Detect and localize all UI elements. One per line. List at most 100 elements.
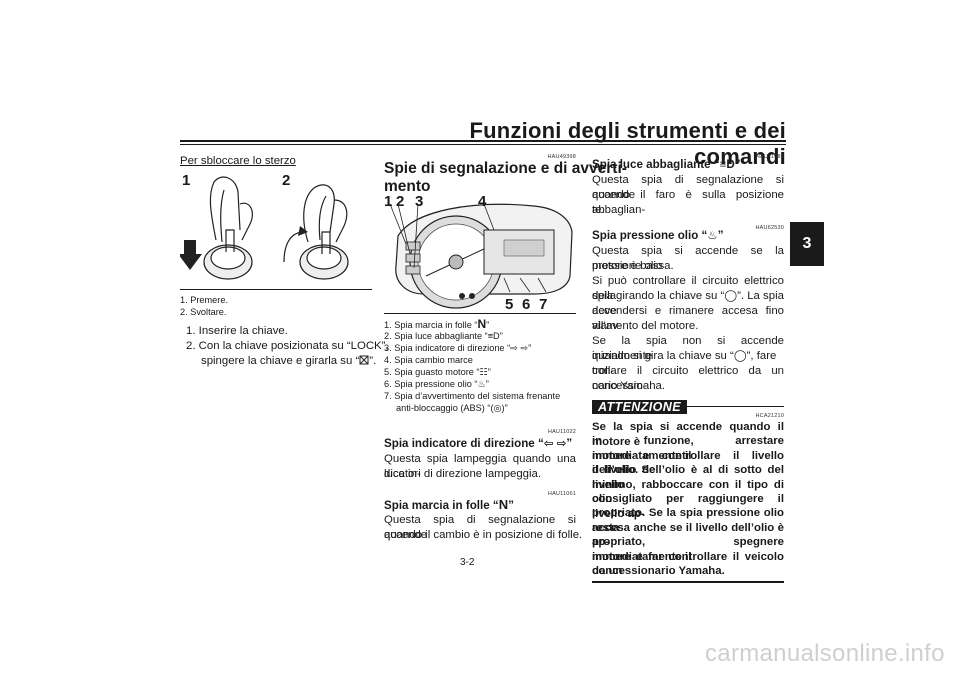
high-beam-icon: ≡D [719,158,735,171]
fig-label-5: 5 [505,296,514,313]
sec-neutral-close: ” [508,499,514,512]
sec-oil-line4a: spia girando la chiave su “ [592,290,725,302]
legend-7-close: ” [504,403,508,413]
attention-line: accesa anche se il livello dell’olio è a… [592,521,784,549]
sec-highbeam-close: ” [734,158,741,171]
oil-can-icon: ♨ [477,379,486,389]
section-heading-line1: Spie di segnalazione e di avverti- [384,160,627,177]
legend-3: 3. Spia indicatore di direzione “⇨ ⇨” [384,342,531,354]
legend-6-text: 6. Spia pressione olio “ [384,379,478,389]
sec-turn-line1: Questa spia lampeggia quando una luce in… [384,453,576,480]
legend-1-close: ” [486,320,490,330]
legend-7: 7. Spia d’avvertimento del sistema frena… [384,391,561,401]
key-illustration [178,176,349,280]
legend-7-cont: anti-bloccaggio (ABS) “(◎)” [396,402,508,414]
key-on-icon: ◯ [733,350,747,362]
neutral-icon: N [498,497,509,512]
sec-neutral-title-text: Spia marcia in folle “ [384,499,499,512]
code-hca21210: HCA21210 [755,413,784,419]
fig-label-3: 3 [415,193,424,210]
attention-line: il livello dell’olio è al di sotto del l… [592,464,784,491]
code-hau49398: HAU49398 [547,154,576,160]
attention-label: ATTENZIONE [592,400,687,414]
steering-lock-figure [178,170,372,288]
attention-line: propriato, spegnere immediatamente il [592,536,784,563]
sec-highbeam-line2: quando il faro è sulla posizione abbagli… [592,189,784,216]
attention-line: Se la spia si accende quando il motore è [592,421,784,448]
left-subheading: Per sbloccare lo sterzo [180,155,296,167]
figure-label-2: 2 [282,172,291,189]
section-heading-line2: mento [384,178,431,195]
step-2-cont: spingere la chiave e girarla su “ ”. [201,354,376,369]
sec-turn-close: ” [566,437,573,450]
sec-oil-line4: spia girando la chiave su “◯”. La spia d… [592,289,784,318]
sec-oil-line2: motore è bassa. [592,260,674,272]
sec-turn-title-text: Spia indicatore di direzione “ [384,437,544,450]
fig-label-1: 1 [384,193,393,210]
code-hau11081: HAU11081 [755,154,784,160]
neutral-icon: N [477,317,487,331]
sec-turn-title: Spia indicatore di direzione “⇦ ⇨” [384,437,572,451]
sec-oil-title-text: Spia pressione olio “ [592,229,708,242]
step-2: 2. Con la chiave posizionata su “LOCK”, [186,340,389,352]
attention-line: consigliato per raggiungere il livello a… [592,492,784,520]
sec-neutral-line1: Questa spia di segnalazione si accende [384,514,576,541]
sec-highbeam-title-text: Spia luce abbagliante “ [592,158,720,171]
sec-oil-line10: nario Yamaha. [592,380,666,392]
key-on-icon: ◯ [724,290,738,302]
fig-label-2: 2 [396,193,405,210]
fig-label-6: 6 [522,296,531,313]
step-2-end: ”. [369,355,377,367]
legend-2-text: 2. Spia luce abbagliante “ [384,331,488,341]
attention-line: concessionario Yamaha. [592,564,725,577]
sec-oil-close: ” [717,229,724,242]
dashboard-illustration [389,203,573,309]
turn-signal-icon: ⇨ ⇨ [510,343,529,353]
figure-label-1: 1 [182,172,191,189]
caption-2: 2. Svoltare. [180,307,227,317]
sec-oil-line8b: ”, fare con- [592,350,777,377]
caption-divider [180,289,372,290]
abs-icon: (◎) [490,403,505,413]
sec-neutral-line2: quando il cambio è in posizione di folle… [384,529,583,541]
legend-5-close: ” [487,367,491,377]
legend-3-close: ” [528,343,532,353]
sec-highbeam-line1: Questa spia di segnalazione si accende [592,174,784,201]
legend-6-close: ” [485,379,489,389]
legend-divider [384,313,576,314]
legend-2-close: ” [499,331,503,341]
fig-label-7: 7 [539,296,548,313]
sec-oil-line5: accendersi e rimanere accesa fino all’av… [592,305,784,332]
step-1: 1. Inserire la chiave. [186,325,288,337]
sec-oil-line9: trollare il circuito elettrico da un con… [592,365,784,392]
attention-line: motore e far controllare il veicolo da u… [592,550,784,578]
fig-label-4: 4 [478,193,487,210]
sec-oil-line7: Se la spia non si accende inizialmente [592,335,784,362]
turn-signal-icon: ⇦ ⇨ [543,437,567,450]
sec-highbeam-title: Spia luce abbagliante “≡D” [592,158,741,172]
code-hau62530: HAU62530 [755,225,784,231]
page-title: Funzioni degli strumenti e dei comandi [469,118,786,169]
caption-1: 1. Premere. [180,295,228,305]
attention-line: motore e controllare il livello dell’oli… [592,449,784,477]
sec-oil-line1: Questa spia si accende se la pressione o… [592,245,784,272]
attention-bottom-rule [592,581,784,583]
header-rule-thin [180,144,786,145]
lock-crossed-icon [359,355,369,365]
legend-6: 6. Spia pressione olio “♨” [384,378,489,390]
chapter-tab: 3 [790,222,824,266]
sec-neutral-title: Spia marcia in folle “N” [384,498,514,513]
legend-4: 4. Spia cambio marce [384,355,473,365]
page-number: 3-2 [460,557,475,568]
high-beam-icon: ≡D [487,331,500,341]
code-hau11061: HAU11061 [547,491,576,497]
step-2-text: spingere la chiave e girarla su “ [201,355,360,367]
header-rule [180,140,786,142]
attention-label-wrap: ATTENZIONE [592,398,687,416]
sec-oil-line3: Si può controllare il circuito elettrico… [592,275,784,302]
legend-3-text: 3. Spia indicatore di direzione “ [384,343,511,353]
sec-oil-title: Spia pressione olio “♨” [592,229,724,243]
sec-oil-line4b: ”. La spia deve [592,290,784,317]
attention-text: Se la spia si accende quando il motore è… [592,420,784,578]
attention-rule [684,406,784,407]
